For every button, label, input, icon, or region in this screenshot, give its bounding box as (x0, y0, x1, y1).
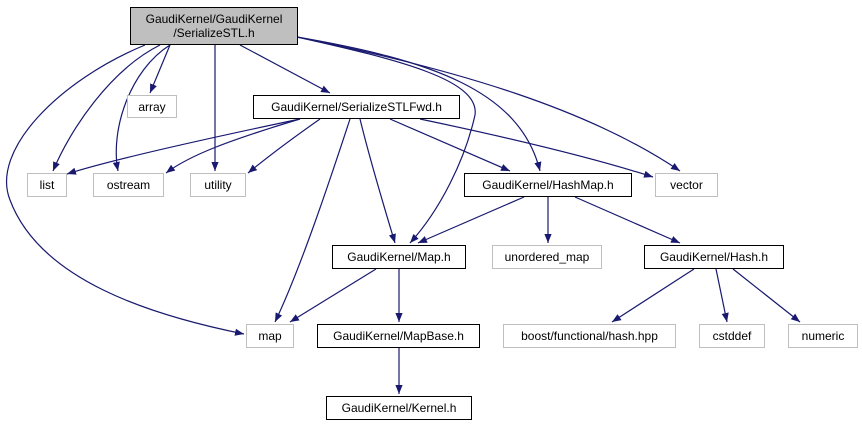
node-list: list (27, 173, 67, 197)
node-kernel-h[interactable]: GaudiKernel/Kernel.h (326, 396, 472, 420)
node-label: GaudiKernel/MapBase.h (333, 329, 464, 343)
node-label: vector (670, 178, 703, 192)
node-label: unordered_map (504, 250, 590, 264)
node-label: cstddef (712, 329, 752, 343)
node-unordered-map: unordered_map (492, 245, 602, 269)
edge-fwd-to-hashmap (389, 118, 511, 172)
node-utility: utility (190, 173, 246, 197)
node-label: ostream (106, 178, 151, 192)
edge-root-to-maph (296, 36, 476, 244)
node-label: GaudiKernel/Kernel.h (341, 401, 457, 415)
node-serializestlfwd-h[interactable]: GaudiKernel/SerializeSTLFwd.h (253, 95, 460, 119)
edge-fwd-to-map (274, 118, 351, 323)
edge-hashmap-to-hashh (574, 196, 681, 244)
node-label-line2: /SerializeSTL.h (173, 26, 255, 40)
edge-root-to-fwd (239, 44, 331, 94)
node-ostream: ostream (93, 173, 164, 197)
node-label: numeric (801, 329, 845, 343)
edge-root-to-vector (296, 36, 681, 172)
node-serializestl-h: GaudiKernel/GaudiKernel /SerializeSTL.h (130, 7, 298, 45)
edge-hashh-to-boosthash (611, 268, 695, 323)
edge-root-to-hashmap (296, 36, 542, 172)
edge-root-to-array (149, 44, 171, 94)
node-label: GaudiKernel/Hash.h (659, 250, 769, 264)
node-hash-h[interactable]: GaudiKernel/Hash.h (644, 245, 784, 269)
node-label: GaudiKernel/Map.h (347, 250, 451, 264)
edge-hashh-to-numeric (732, 268, 801, 323)
node-cstddef: cstddef (699, 324, 765, 348)
node-map: map (246, 324, 294, 348)
edge-hashh-to-cstddef (715, 268, 729, 323)
edge-fwd-to-utility (247, 118, 321, 174)
node-label: map (258, 329, 282, 343)
node-mapbase-h[interactable]: GaudiKernel/MapBase.h (317, 324, 480, 348)
node-label: GaudiKernel/SerializeSTLFwd.h (271, 100, 442, 114)
node-hashmap-h[interactable]: GaudiKernel/HashMap.h (464, 173, 632, 197)
node-label: list (39, 178, 55, 192)
edge-root-to-ostream (112, 44, 171, 172)
node-label: array (138, 99, 166, 114)
edge-fwd-to-list (66, 118, 301, 175)
edge-fwd-to-vector (419, 118, 654, 178)
node-label: GaudiKernel/HashMap.h (482, 178, 614, 192)
node-vector: vector (655, 173, 718, 197)
node-boost-functional-hash-hpp: boost/functional/hash.hpp (503, 324, 676, 348)
edge-root-to-list (52, 44, 161, 172)
node-array: array (127, 95, 177, 118)
edge-hashmap-to-maph (417, 196, 525, 244)
node-label: utility (204, 178, 232, 192)
edge-fwd-to-ostream (165, 118, 301, 174)
node-label: boost/functional/hash.hpp (521, 329, 658, 343)
node-label-line1: GaudiKernel/GaudiKernel (145, 12, 283, 26)
node-numeric: numeric (788, 324, 858, 348)
edge-maph-to-map (289, 268, 377, 323)
node-map-h[interactable]: GaudiKernel/Map.h (332, 245, 466, 269)
edge-fwd-to-maph (359, 118, 396, 244)
edge-root-to-map (5, 44, 245, 336)
